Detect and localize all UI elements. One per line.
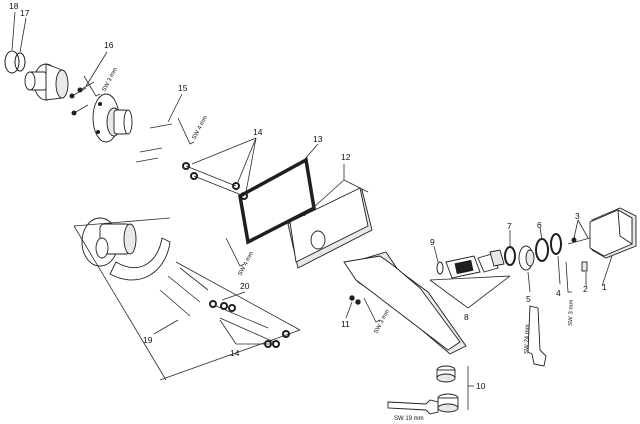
part-number-18: 18 [9,1,19,11]
leader-14-lower-a [219,319,237,345]
screws-20 [159,267,209,317]
tool-label-sw3-right: SW 3 mm [568,300,575,327]
part-number-17: 17 [20,8,30,18]
o-ring-17 [14,52,26,72]
part-number-11: 11 [341,319,350,329]
leader-19-frame-top [73,217,171,227]
spout-body [343,251,467,355]
ring-7 [504,246,516,266]
part-number-3: 3 [575,211,580,221]
part-number-14-upper: 14 [253,127,263,137]
leader-17 [19,17,27,53]
extension-pins-14-upper [182,162,248,200]
tool-label-sw19: SW 19 mm [394,416,424,422]
leader-6 [539,227,543,241]
extension-pins-14-lower [209,300,290,348]
cartridge-8 [436,249,505,279]
leader-1 [601,255,613,287]
o-ring-4 [550,233,562,255]
part-number-7: 7 [507,221,512,231]
part-number-12: 12 [341,152,351,162]
cover-plate-12 [287,187,373,269]
leader-20 [221,291,246,301]
part-number-8: 8 [464,312,469,322]
part-number-13: 13 [313,134,323,144]
aerator-10 [436,365,459,413]
tool-label-sw24: SW 24 mm [524,324,531,354]
part-number-2: 2 [583,284,588,294]
set-screws-11 [349,295,361,305]
nut-5 [518,245,535,271]
leader-11 [345,301,353,319]
part-number-19: 19 [143,335,153,345]
leader-13 [303,143,319,161]
leader-3-a [573,219,579,239]
bracket-8-left [429,279,469,309]
flange-ring [92,93,133,143]
gasket-frame-13 [238,157,316,245]
part-number-6: 6 [537,220,542,230]
leader-12-c [343,179,369,193]
hex-key-sw3-right: SW 3 mm [565,261,575,327]
tool-label-sw4-mid: SW 4 mm [237,251,255,277]
leader-15 [167,93,183,123]
part-number-4: 4 [556,288,561,298]
leader-9 [433,245,439,263]
leader-16 [85,51,108,87]
tool-label-sw3-top: SW 3 mm [101,67,119,93]
leader-5 [527,271,531,293]
part-number-10: 10 [476,381,486,391]
flange-assembly-19 [81,217,171,281]
bracket-8-top [429,275,511,281]
bracket-20-top [175,261,301,331]
leader-14-upper-c [245,137,257,193]
mounting-flange-16 [24,63,69,101]
leader-19-frame-left [73,225,167,381]
set-screw-3 [567,237,591,245]
leader-4 [557,255,561,285]
screw-set-16 [69,81,95,116]
hex-key-sw4-top: SW 4 mm [177,115,209,145]
grub-screw-2 [581,261,588,272]
leader-14-upper-b [237,137,257,183]
part-number-14-lower: 14 [230,348,240,358]
leader-12-b [303,179,345,217]
part-number-16: 16 [104,40,114,50]
leader-3-b [577,219,589,239]
part-number-20: 20 [240,281,250,291]
tool-label-sw4-top: SW 4 mm [191,115,209,141]
bracket-20-right [159,329,301,381]
bracket-8-right [467,275,511,309]
o-ring-18 [4,50,20,74]
leader-19 [153,319,179,335]
part-number-5: 5 [526,294,531,304]
part-number-15: 15 [178,83,188,93]
ring-6 [535,238,549,262]
leader-18 [11,11,16,51]
hex-key-sw4-mid: SW 4 mm [225,237,255,277]
wrench-sw19: SW 19 mm [387,399,439,422]
wrench-sw24: SW 24 mm [524,305,547,367]
part-number-9: 9 [430,237,435,247]
lever-handle-1 [589,207,637,259]
part-number-1: 1 [602,282,607,292]
long-screws-15 [135,123,173,163]
leader-14-upper-a [191,137,257,165]
